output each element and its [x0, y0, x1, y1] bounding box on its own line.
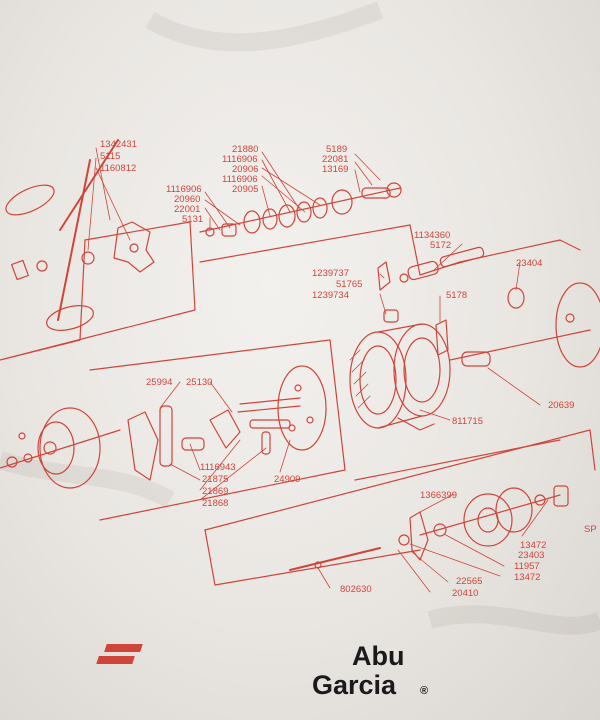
- spool: [349, 323, 591, 431]
- part-label: 23404: [516, 258, 542, 269]
- part-label: 51765: [336, 279, 362, 290]
- part-label: 1116906: [166, 184, 202, 195]
- part-label: 5131: [182, 214, 203, 225]
- part-label: 21875: [202, 474, 228, 485]
- part-label: 22081: [322, 154, 348, 165]
- logo-accent-bar: [104, 644, 143, 652]
- lower-group-outline-base: [204, 529, 421, 586]
- part-number-labels: 1342431 5115 1160812 21880 1116906 20906…: [100, 139, 597, 599]
- reel-frame: [127, 365, 327, 481]
- part-label: SP: [584, 524, 597, 535]
- logo-line-abu: Abu: [352, 641, 404, 671]
- callout-lines: [87, 147, 549, 593]
- part-label: 1116906: [222, 154, 258, 165]
- fabric-fold: [0, 451, 175, 508]
- part-label: 1160812: [100, 163, 136, 174]
- part-label: 1116943: [200, 462, 236, 473]
- part-label: 22001: [174, 204, 200, 215]
- part-label: 20906: [232, 164, 258, 175]
- drive-gear-assembly: [398, 485, 569, 561]
- upper-group-outline: [199, 224, 581, 276]
- frame-group-outline: [89, 339, 346, 521]
- logo-accent-bar: [96, 656, 135, 664]
- part-label: 1134360: [414, 230, 450, 241]
- handle-group-outline: [0, 221, 196, 361]
- part-label: 25994: [146, 377, 172, 388]
- registered-mark: ®: [420, 685, 428, 697]
- part-label: 5189: [326, 144, 347, 155]
- right-side-plate: [507, 282, 600, 368]
- part-label: 1342431: [100, 139, 137, 150]
- logo-line-garcia: Garcia: [312, 670, 397, 700]
- part-label: 22565: [456, 576, 482, 587]
- part-label: 20639: [548, 400, 574, 411]
- part-label: 20905: [232, 184, 258, 195]
- level-wind-parts: [377, 246, 491, 367]
- fabric-fold: [427, 605, 600, 635]
- part-label: 21880: [232, 144, 258, 155]
- part-label: 13472: [514, 572, 540, 583]
- part-label: 5178: [446, 290, 467, 301]
- part-label: 25130: [186, 377, 212, 388]
- part-label: 802630: [340, 584, 372, 595]
- abu-garcia-logo: Abu Garcia ®: [96, 641, 428, 700]
- part-label: 20960: [174, 194, 200, 205]
- part-label: 21869: [202, 486, 228, 497]
- part-label: 1239737: [312, 268, 349, 279]
- part-label: 21868: [202, 498, 228, 509]
- part-label: 1366399: [420, 490, 457, 501]
- lower-group-outline: [204, 429, 596, 531]
- fabric-fold: [145, 1, 384, 52]
- left-side-plate: [0, 407, 121, 489]
- part-label: 5172: [430, 240, 451, 251]
- part-label: 5115: [100, 151, 120, 162]
- part-label: 23403: [518, 550, 544, 561]
- handle-assembly: [5, 139, 155, 331]
- part-label: 1239734: [312, 290, 349, 301]
- middle-group-outline: [354, 439, 561, 481]
- part-label: 811715: [452, 416, 483, 427]
- part-label: 24909: [274, 474, 300, 485]
- part-label: 11957: [514, 561, 540, 572]
- part-label: 20410: [452, 588, 478, 599]
- part-label: 13169: [322, 164, 348, 175]
- part-label: 13472: [520, 540, 546, 551]
- part-label: 1116906: [222, 174, 258, 185]
